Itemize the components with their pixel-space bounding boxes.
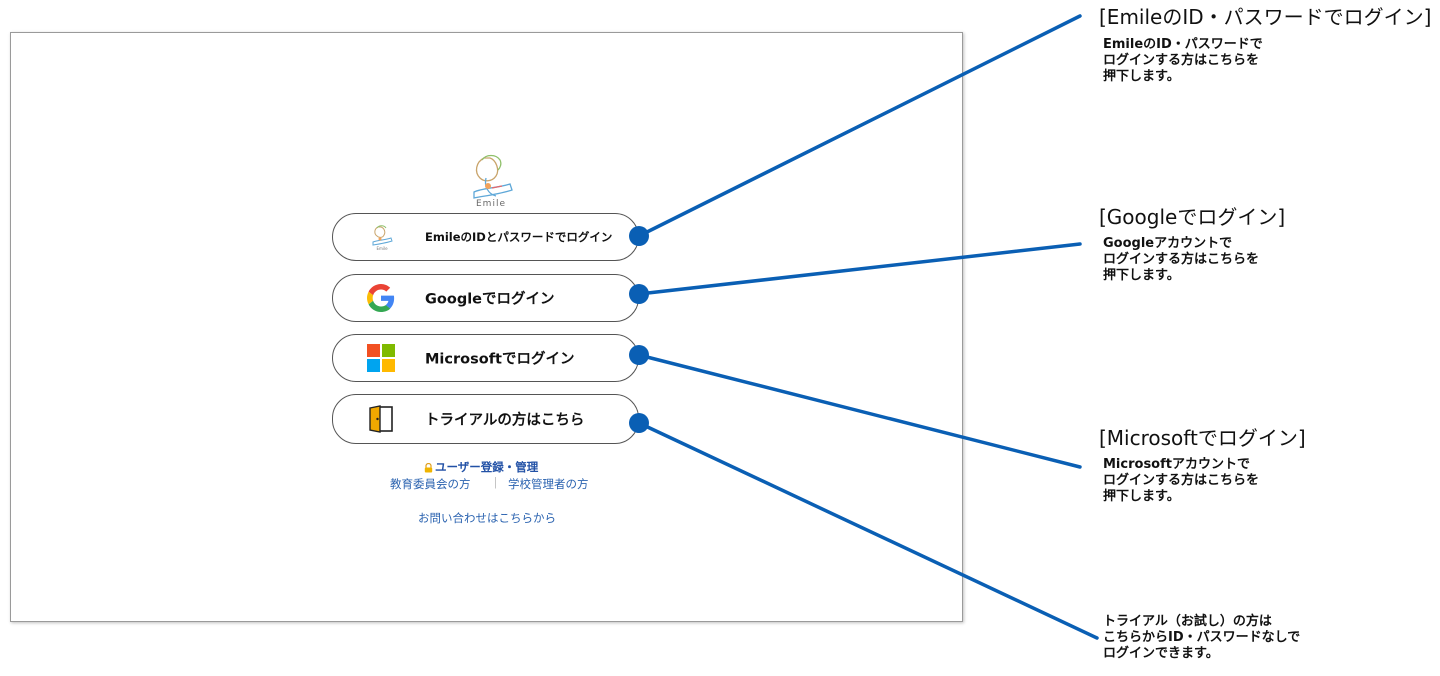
login-window xyxy=(10,32,963,622)
contact-link[interactable]: お問い合わせはこちらから xyxy=(418,511,556,525)
school-admin-link[interactable]: 学校管理者の方 xyxy=(508,477,589,491)
callout-dot-microsoft xyxy=(629,345,649,365)
google-login-label: Googleでログイン xyxy=(425,291,555,308)
annotation-microsoft-desc: Microsoftアカウントで ログインする方はこちらを 押下します。 xyxy=(1103,457,1260,504)
trial-login-button[interactable]: トライアルの方はこちら xyxy=(332,394,639,444)
emile-logo-icon: Emile xyxy=(372,225,393,251)
emile-login-label: EmileのIDとパスワードでログイン xyxy=(425,230,613,244)
callout-line-trial xyxy=(637,421,1099,640)
annotation-google-desc: Googleアカウントで ログインする方はこちらを 押下します。 xyxy=(1103,236,1260,283)
lock-icon xyxy=(424,462,433,472)
microsoft-login-button[interactable]: Microsoftでログイン xyxy=(332,334,639,382)
trial-login-label: トライアルの方はこちら xyxy=(425,412,585,429)
annotation-microsoft-title: [Microsoftでログイン] xyxy=(1099,426,1306,450)
microsoft-login-label: Microsoftでログイン xyxy=(425,351,575,368)
callout-dot-emile xyxy=(629,226,649,246)
callout-line-emile xyxy=(637,14,1082,238)
google-icon xyxy=(367,284,395,312)
annotation-trial-desc: トライアル（お試し）の方は こちらからID・パスワードなしで ログインできます。 xyxy=(1103,614,1301,661)
callout-line-google xyxy=(637,242,1082,296)
annotation-google-title: [Googleでログイン] xyxy=(1099,205,1286,229)
user-registration-link[interactable]: ユーザー登録・管理 xyxy=(424,459,538,475)
link-separator: ｜ xyxy=(490,476,502,490)
callout-dot-trial xyxy=(629,413,649,433)
emile-login-button[interactable]: Emile EmileのIDとパスワードでログイン xyxy=(332,213,639,261)
callout-line-microsoft xyxy=(637,353,1082,469)
logo-text: Emile xyxy=(476,199,506,209)
user-registration-label: ユーザー登録・管理 xyxy=(435,460,539,474)
callout-dot-google xyxy=(629,284,649,304)
emile-logo xyxy=(473,154,513,199)
google-login-button[interactable]: Googleでログイン xyxy=(332,274,639,322)
board-of-education-link[interactable]: 教育委員会の方 xyxy=(390,477,471,491)
door-icon xyxy=(369,405,393,433)
annotation-emile-desc: EmileのID・パスワードで ログインする方はこちらを 押下します。 xyxy=(1103,37,1263,84)
annotation-emile-title: [EmileのID・パスワードでログイン] xyxy=(1099,5,1432,29)
svg-text:Emile: Emile xyxy=(376,246,388,251)
microsoft-icon xyxy=(367,344,395,372)
